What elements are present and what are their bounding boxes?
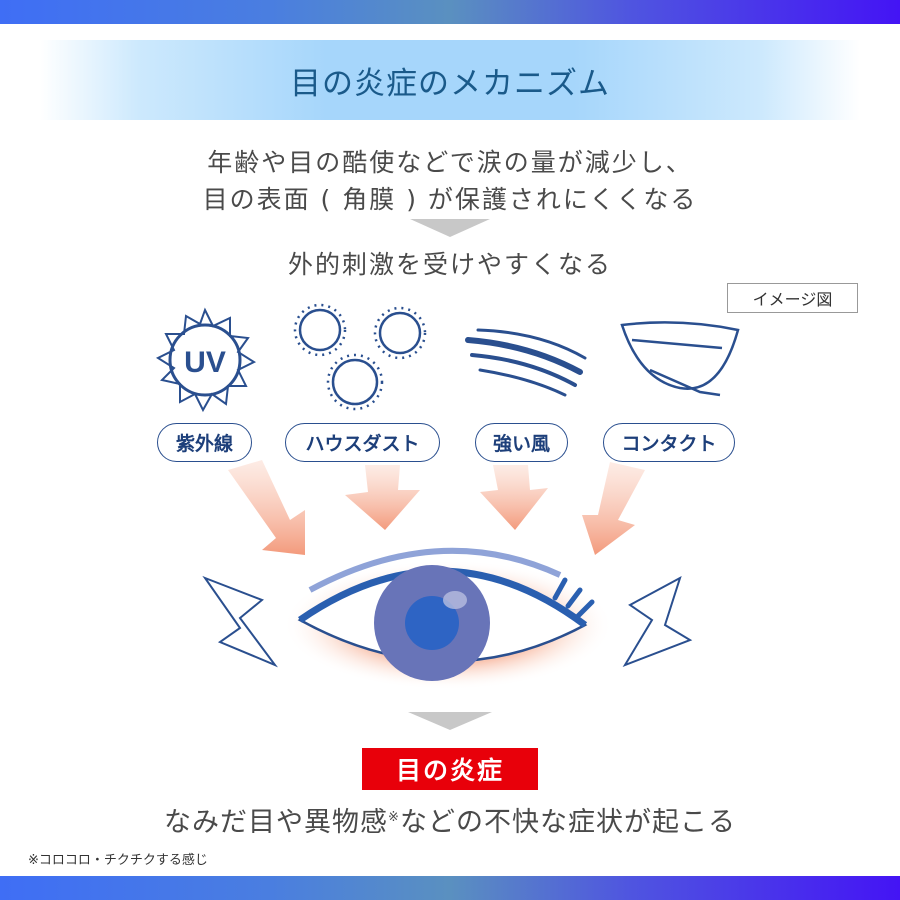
wind-icon xyxy=(465,328,587,397)
result-text-a: なみだ目や異物感 xyxy=(164,807,389,838)
arrow-wind xyxy=(480,465,548,530)
title-banner: 目の炎症のメカニズム xyxy=(40,40,860,120)
eye-icon xyxy=(283,547,613,690)
lightning-left-icon xyxy=(202,575,278,668)
footnote: ※コロコロ・チクチクする感じ xyxy=(28,853,208,868)
bottom-gradient-bar xyxy=(0,876,900,900)
intro-line-2: 目の表面 ( 角膜 ) が保護されにくくなる xyxy=(202,185,698,214)
cause-contact-lens: コンタクト xyxy=(603,423,735,462)
intro-line-1: 年齢や目の酷使などで涙の量が減少し、 xyxy=(207,148,693,177)
svg-text:UV: UV xyxy=(184,346,226,379)
down-triangle-icon xyxy=(408,712,492,730)
lightning-right-icon xyxy=(622,575,693,667)
cause-uv: 紫外線 xyxy=(157,423,252,462)
top-gradient-bar xyxy=(0,0,900,24)
step-2-text: 外的刺激を受けやすくなる xyxy=(287,250,612,279)
arrow-uv xyxy=(228,460,305,555)
cause-house-dust: ハウスダスト xyxy=(285,423,440,462)
result-text-b: などの不快な症状が起こる xyxy=(399,807,736,838)
uv-sun-icon: UV xyxy=(155,307,257,413)
house-dust-icon xyxy=(293,303,427,411)
result-label: 目の炎症 xyxy=(362,748,538,790)
image-note: イメージ図 xyxy=(727,283,858,313)
arrow-dust xyxy=(345,465,420,530)
cause-strong-wind: 強い風 xyxy=(475,423,568,462)
page-title: 目の炎症のメカニズム xyxy=(290,65,610,102)
down-triangle-icon xyxy=(410,219,490,237)
contact-lens-icon xyxy=(620,321,740,397)
arrow-contact xyxy=(582,462,645,555)
footnote-mark: ※ xyxy=(388,810,400,825)
result-text: なみだ目や異物感※などの不快な症状が起こる xyxy=(0,800,900,839)
